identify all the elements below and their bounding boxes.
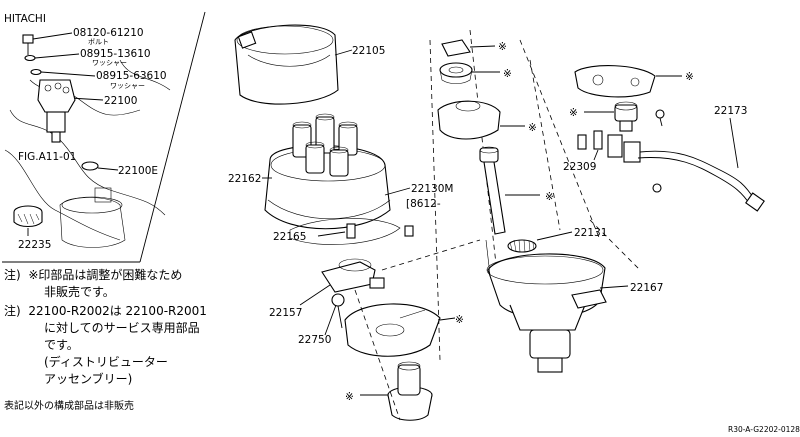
inset-part-08915-13610-sub: ワッシャー (92, 59, 127, 67)
dust-cover-22105-icon (234, 24, 339, 105)
footer-note: 表記以外の構成部品は非販売 (4, 401, 134, 412)
washer-08915-63610-icon (30, 68, 42, 76)
cam-lower-icon (387, 361, 433, 421)
bracket-22309-icon (577, 130, 641, 163)
mark-cam-lower: ※ (345, 391, 354, 403)
callout-22162: 22162 (228, 173, 261, 185)
pickup-plate-icon (574, 65, 656, 98)
inset-part-22100e: 22100E (118, 165, 158, 177)
screw-22750-icon (331, 293, 345, 329)
screw-small-icon (655, 109, 665, 127)
clip-top-icon (441, 39, 471, 57)
callout-22309: 22309 (563, 161, 596, 173)
callout-22750: 22750 (298, 334, 331, 346)
inset-panel (2, 11, 206, 263)
governor-icon (437, 100, 501, 140)
oring-22100e-icon (81, 161, 99, 171)
inset-part-22235: 22235 (18, 239, 51, 251)
distributor-cap-22162-icon (264, 113, 391, 230)
seal-icon (439, 62, 473, 85)
cap-22235-icon (13, 205, 43, 228)
shaft-icon (479, 146, 506, 235)
note-2-line2: に対してのサービス専用部品 (44, 321, 200, 335)
mark-breaker-plate: ※ (455, 314, 464, 326)
engine-sketch-icon (59, 187, 126, 248)
inset-part-08120-61210-sub: ボルト (88, 38, 109, 46)
washer-08915-13610-icon (24, 54, 36, 62)
mark-governor: ※ (528, 122, 537, 134)
inset-fig-ref: FIG.A11-01 (18, 151, 76, 163)
mark-pickup-plate: ※ (685, 71, 694, 83)
inset-part-08120-61210: 08120-61210 (73, 27, 144, 39)
mark-module: ※ (569, 107, 578, 119)
rotor-22157-icon (321, 258, 385, 293)
inset-part-22100: 22100 (104, 95, 137, 107)
gear-22131-icon (507, 239, 537, 253)
note-1: 注) ※印部品は調整が困難なため (4, 267, 182, 284)
callout-22130m: 22130M (411, 183, 453, 195)
note-2-line3: です。 (44, 338, 79, 352)
breaker-plate-icon (344, 303, 441, 357)
note-2-line4: (ディストリビューター (44, 355, 168, 369)
inset-part-08915-13610: 08915-13610 (80, 48, 151, 60)
mark-clip-top: ※ (498, 41, 507, 53)
callout-22157: 22157 (269, 307, 302, 319)
bolt-08120-icon (22, 34, 34, 55)
note-2-prefix: 注) (4, 304, 21, 318)
inset-part-08915-63610: 08915-63610 (96, 70, 167, 82)
inset-part-08915-63610-sub: ワッシャー (110, 82, 145, 90)
callout-22167: 22167 (630, 282, 663, 294)
note-2-text: 22100-R2002は 22100-R2001 (28, 304, 207, 318)
note-2: 注) 22100-R2002は 22100-R2001 (4, 303, 207, 320)
distributor-assembly-small-icon (37, 79, 76, 143)
callout-22165: 22165 (273, 231, 306, 243)
module-icon (614, 101, 638, 132)
harness-22173-icon (637, 150, 765, 212)
note-1-prefix: 注) (4, 268, 21, 282)
callout-22173: 22173 (714, 105, 747, 117)
callout-22105: 22105 (352, 45, 385, 57)
mark-shaft: ※ (545, 191, 554, 203)
figure-code: R30-A-G2202-0128 (728, 425, 800, 434)
note-1-cont: 非販売です。 (44, 285, 115, 299)
brand-label: HITACHI (4, 13, 46, 25)
note-2-line5: アッセンブリー) (44, 372, 133, 386)
note-1-text: ※印部品は調整が困難なため (28, 268, 183, 282)
housing-22167-icon (485, 239, 607, 373)
callout-8612: [8612- (406, 198, 441, 210)
mark-seal: ※ (503, 68, 512, 80)
callout-22131: 22131 (574, 227, 607, 239)
